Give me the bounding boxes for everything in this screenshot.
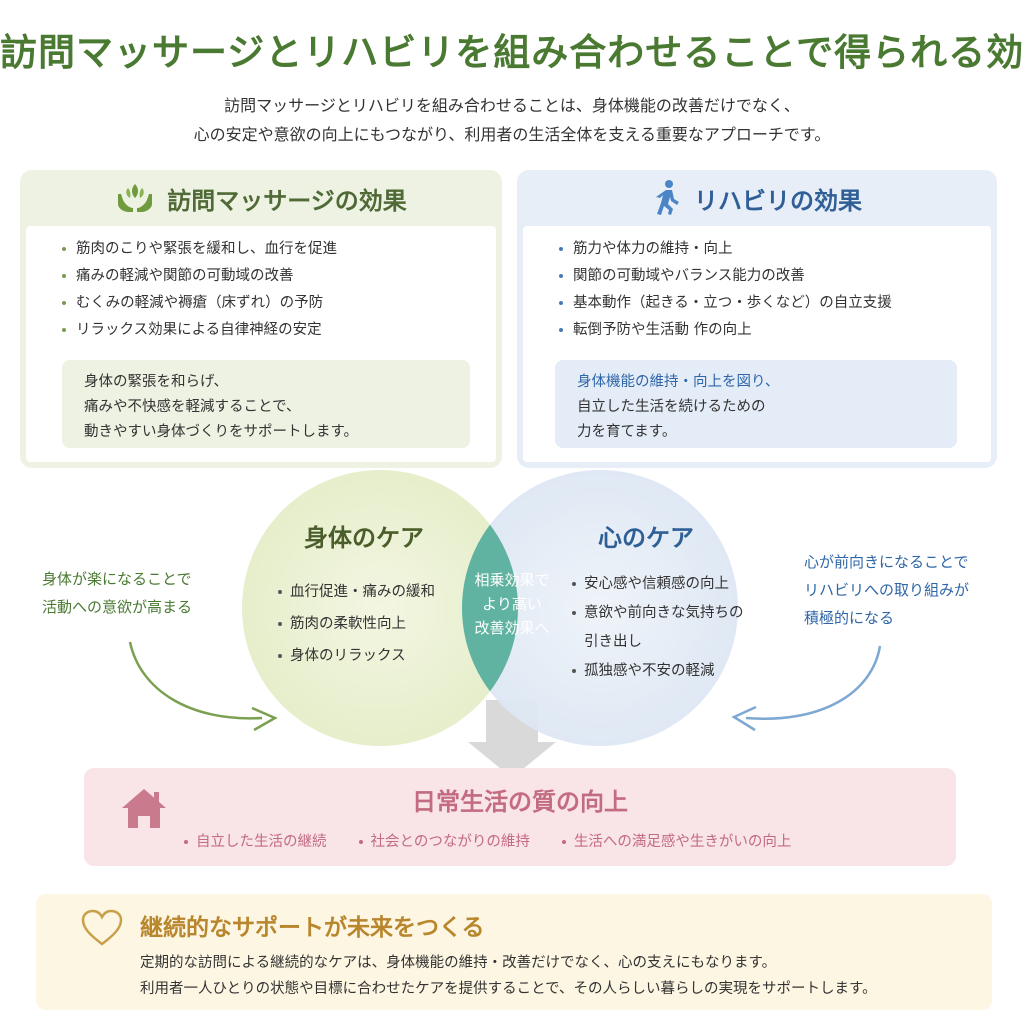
synergy-label: 相乗効果で より高い 改善効果へ	[474, 571, 550, 637]
support-title: 継続的なサポートが未来をつくる	[140, 914, 485, 941]
list-item: 血行促進・痛みの緩和	[278, 576, 435, 608]
continuous-support-box: 継続的なサポートが未来をつくる 定期的な訪問による継続的なケアは、身体機能の維持…	[36, 894, 992, 1010]
quality-list: 自立した生活の継続 社会とのつながりの維持 生活への満足感や生きがいの向上	[184, 830, 823, 851]
massage-effects-list: 筋肉のこりや緊張を緩和し、血行を促進 痛みの軽減や関節の可動域の改善 むくみの軽…	[62, 236, 337, 344]
hands-leaf-icon	[118, 184, 153, 212]
down-arrow-icon	[468, 700, 556, 778]
bullet	[278, 654, 282, 658]
left-curved-arrow	[128, 641, 263, 720]
bullet	[561, 840, 566, 844]
bullet	[278, 590, 282, 594]
side-note-left: 身体が楽になることで 活動への意欲が高まる	[42, 570, 193, 616]
bullet	[62, 328, 66, 332]
list-item: 自立した生活の継続	[184, 830, 327, 851]
bullet	[572, 582, 576, 586]
list-item: 関節の可動域やバランス能力の改善	[559, 263, 892, 290]
massage-effects-panel: 訪問マッサージの効果 筋肉のこりや緊張を緩和し、血行を促進 痛みの軽減や関節の可…	[20, 170, 502, 468]
bullet	[559, 247, 563, 251]
rehab-panel-header: リハビリの効果	[517, 170, 997, 226]
mind-care-list: 安心感や信頼感の向上 意欲や前向きな気持ちの 引き出し 孤独感や不安の軽減	[572, 570, 744, 686]
list-item: 身体のリラックス	[278, 640, 435, 672]
body-care-title: 身体のケア	[304, 523, 424, 552]
quality-title: 日常生活の質の向上	[412, 787, 628, 816]
body-care-list: 血行促進・痛みの緩和 筋肉の柔軟性向上 身体のリラックス	[278, 576, 435, 672]
massage-panel-body: 筋肉のこりや緊張を緩和し、血行を促進 痛みの軽減や関節の可動域の改善 むくみの軽…	[26, 226, 496, 462]
walking-person-icon	[656, 180, 679, 215]
list-item: 引き出し	[584, 634, 642, 650]
bullet	[62, 301, 66, 305]
bullet	[572, 611, 576, 615]
list-item: むくみの軽減や褥瘡（床ずれ）の予防	[62, 290, 337, 317]
bullet	[184, 840, 188, 844]
page-title: 訪問マッサージとリハビリを組み合わせることで得られる効果	[0, 30, 1024, 74]
rehab-summary-note: 身体機能の維持・向上を図り、 自立した生活を続けるための 力を育てます。	[555, 360, 957, 448]
house-icon	[122, 789, 166, 828]
list-item: リラックス効果による自律神経の安定	[62, 317, 337, 344]
quality-of-life-box: 日常生活の質の向上 自立した生活の継続 社会とのつながりの維持 生活への満足感や…	[84, 768, 956, 866]
list-item: 生活への満足感や生きがいの向上	[561, 830, 791, 851]
list-item: 転倒予防や生活動 作の向上	[559, 317, 892, 344]
right-curved-arrow	[745, 645, 882, 720]
list-item: 基本動作（起きる・立つ・歩くなど）の自立支援	[559, 290, 892, 317]
bullet	[278, 622, 282, 626]
list-item: 筋肉の柔軟性向上	[278, 608, 435, 640]
massage-panel-header: 訪問マッサージの効果	[20, 170, 502, 226]
bullet	[572, 669, 576, 673]
rehab-effects-list: 筋力や体力の維持・向上 関節の可動域やバランス能力の改善 基本動作（起きる・立つ…	[559, 236, 892, 344]
list-item: 意欲や前向きな気持ちの	[572, 599, 744, 628]
heart-icon	[81, 909, 123, 946]
list-item: 筋肉のこりや緊張を緩和し、血行を促進	[62, 236, 337, 263]
list-item: 社会とのつながりの維持	[358, 830, 530, 851]
rehab-panel-title: リハビリの効果	[694, 185, 862, 215]
massage-summary-note: 身体の緊張を和らげ、 痛みや不快感を軽減することで、 動きやすい身体づくりをサポ…	[62, 360, 470, 448]
side-note-right: 心が前向きになることで リハビリへの取り組みが 積極的になる	[804, 553, 970, 627]
bullet	[62, 274, 66, 278]
massage-panel-title: 訪問マッサージの効果	[167, 185, 407, 215]
intro-line-2: 心の安定や意欲の向上にもつながり、利用者の生活全体を支える重要なアプローチです。	[193, 125, 831, 144]
list-item: 筋力や体力の維持・向上	[559, 236, 892, 263]
list-item: 安心感や信頼感の向上	[572, 570, 744, 599]
bullet	[358, 840, 363, 844]
rehab-effects-panel: リハビリの効果 筋力や体力の維持・向上 関節の可動域やバランス能力の改善 基本動…	[517, 170, 997, 468]
bullet	[62, 247, 66, 251]
intro-line-1: 訪問マッサージとリハビリを組み合わせることは、身体機能の改善だけでなく、	[224, 96, 800, 115]
support-text: 定期的な訪問による継続的なケアは、身体機能の維持・改善だけでなく、心の支えにもな…	[140, 955, 877, 997]
bullet	[559, 301, 563, 305]
rehab-panel-body: 筋力や体力の維持・向上 関節の可動域やバランス能力の改善 基本動作（起きる・立つ…	[523, 226, 991, 462]
list-item: 孤独感や不安の軽減	[572, 657, 744, 686]
bullet	[559, 328, 563, 332]
bullet	[559, 274, 563, 278]
list-item: 痛みの軽減や関節の可動域の改善	[62, 263, 337, 290]
mind-care-title: 心のケア	[598, 523, 694, 552]
